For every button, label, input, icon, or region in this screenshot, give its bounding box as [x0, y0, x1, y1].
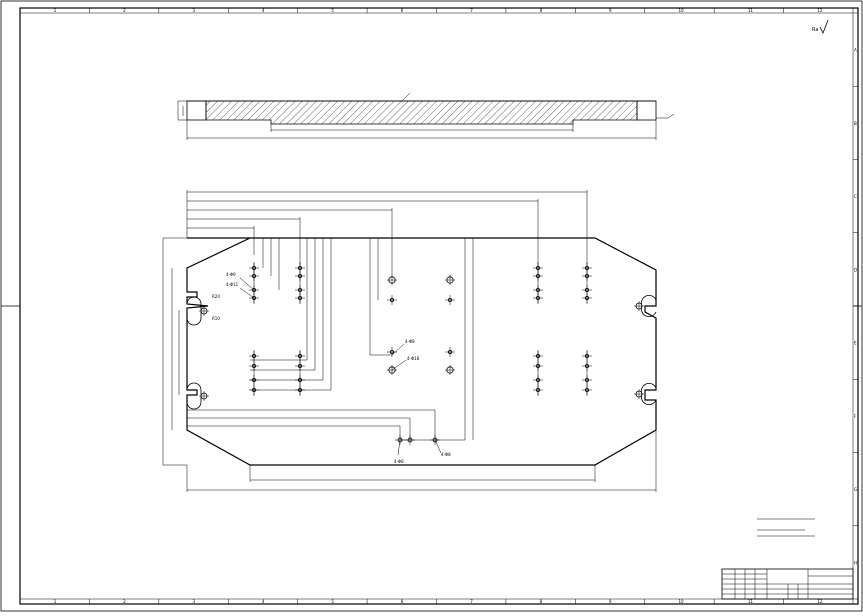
dim-line	[187, 409, 436, 440]
zone-row: C	[854, 194, 857, 199]
zone-col-bottom: 12	[817, 599, 823, 604]
hole-callouts: 4-Φ9 4-Φ11 4-Φ8 4-Φ18 4-Φ8 4-Φ8	[226, 272, 451, 464]
zone-col-top: 6	[401, 8, 404, 13]
callout-2: 4-Φ11	[226, 282, 239, 287]
zone-col-top: 8	[540, 8, 543, 13]
zone-col-bottom: 7	[470, 599, 473, 604]
zone-col-top: 2	[123, 8, 126, 13]
zone-col-bottom: 4	[262, 599, 265, 604]
dim-line	[250, 238, 324, 381]
dim-line	[369, 238, 392, 356]
zone-col-top: 4	[262, 8, 265, 13]
side-end-right	[636, 100, 657, 121]
dim-line	[400, 238, 466, 441]
zone-row: E	[854, 341, 857, 346]
slot-label-upper: R20	[212, 294, 220, 299]
side-view	[177, 92, 675, 140]
slot-left-upper	[186, 296, 202, 326]
top-dimension-chain	[186, 190, 588, 275]
inner-frame	[19, 7, 859, 605]
dim-line	[250, 238, 308, 361]
dim-line	[391, 343, 405, 356]
zone-col-top: 11	[748, 8, 754, 13]
dim-line	[239, 277, 255, 291]
zone-col-top: 12	[817, 8, 823, 13]
zone-row: B	[854, 121, 857, 126]
side-end-left	[186, 100, 207, 121]
dim-line	[667, 113, 675, 119]
zone-col-bottom: 1	[54, 599, 57, 604]
side-section-hatch	[205, 100, 638, 125]
roughness-label: Ra	[812, 27, 818, 33]
dim-line	[187, 425, 401, 440]
title-block	[721, 568, 854, 600]
zone-col-bottom: 3	[193, 599, 196, 604]
zone-col-top: 3	[193, 8, 196, 13]
zone-row: H	[854, 560, 857, 565]
slot-label-lower: R10	[212, 316, 220, 321]
callout-1: 4-Φ9	[226, 272, 236, 277]
hole-pattern	[199, 262, 644, 445]
callout-5: 4-Φ8	[394, 459, 404, 464]
zone-col-bottom: 6	[401, 599, 404, 604]
zone-row: F	[854, 414, 857, 419]
bottom-dimension-chain	[186, 430, 657, 492]
dim-line	[187, 417, 411, 440]
dim-line	[239, 287, 255, 299]
surface-leader-top	[401, 92, 411, 102]
zone-col-top: 1	[54, 8, 57, 13]
zone-row: A	[854, 48, 857, 53]
zone-col-bottom: 2	[123, 599, 126, 604]
zone-col-bottom: 10	[678, 599, 684, 604]
zone-row: G	[854, 487, 857, 492]
zone-col-top: 10	[678, 8, 684, 13]
dim-line	[391, 359, 407, 371]
zone-col-top: 7	[470, 8, 473, 13]
technical-notes	[757, 518, 815, 537]
zone-col-bottom: 8	[540, 599, 543, 604]
plate-outline	[186, 237, 657, 466]
zone-col-bottom: 5	[331, 599, 334, 604]
dim-line	[250, 238, 332, 391]
zone-col-top: 5	[331, 8, 334, 13]
dim-line	[434, 439, 442, 454]
callout-3: 4-Φ8	[405, 339, 415, 344]
plan-view: R20 R10	[162, 190, 657, 492]
dim-line	[250, 238, 316, 371]
internal-dimension-lines	[187, 238, 474, 441]
zone-col-bottom: 9	[609, 599, 612, 604]
slot-left-lower	[186, 382, 202, 410]
zone-col-bottom: 11	[748, 599, 754, 604]
roughness-symbol: Ra	[812, 19, 829, 34]
check-mark-icon	[819, 19, 829, 34]
dim-line	[397, 439, 401, 456]
callout-6: 4-Φ8	[441, 452, 451, 457]
zone-row: D	[854, 267, 857, 272]
zone-col-top: 9	[609, 8, 612, 13]
callout-4: 4-Φ18	[407, 356, 420, 361]
